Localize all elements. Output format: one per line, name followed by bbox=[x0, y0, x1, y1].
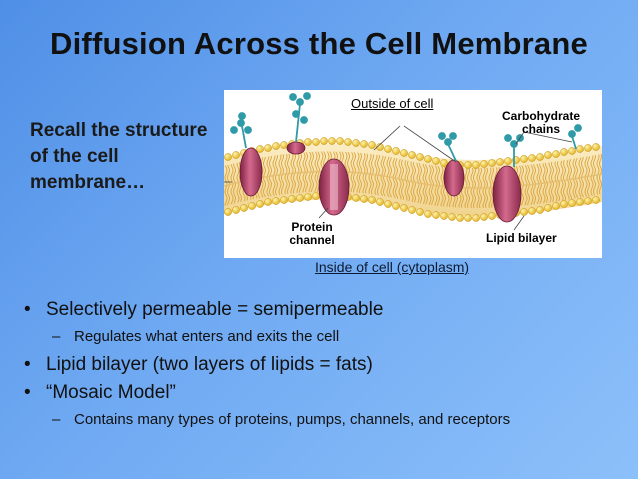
sub-bullet-text: Regulates what enters and exits the cell bbox=[74, 328, 340, 345]
recall-text: Recall the structure of the cell membran… bbox=[30, 120, 208, 193]
dash-marker: – bbox=[52, 328, 61, 345]
protein-top-small bbox=[286, 141, 306, 155]
bullet-list: Selectively permeable = semipermeable – … bbox=[22, 297, 622, 435]
bullet-mosaic-model: “Mosaic Model” bbox=[22, 380, 622, 406]
protein-right bbox=[492, 165, 522, 223]
outside-of-cell-label: Outside of cell bbox=[351, 96, 434, 111]
protein-center bbox=[443, 159, 465, 197]
sub-bullet-text: Contains many types of proteins, pumps, … bbox=[74, 411, 511, 428]
proteins bbox=[239, 141, 522, 223]
sub-bullet-regulates: – Regulates what enters and exits the ce… bbox=[22, 326, 622, 348]
protein-left bbox=[239, 147, 263, 197]
lipid-bilayer-label: Lipid bilayer bbox=[486, 231, 557, 245]
carbohydrate-chains bbox=[230, 92, 582, 167]
sub-bullet-contains: – Contains many types of proteins, pumps… bbox=[22, 409, 622, 431]
slide-title: Diffusion Across the Cell Membrane bbox=[50, 26, 588, 61]
cell-membrane-diagram: Outside of cell Carbohydrate chains Prot… bbox=[224, 90, 602, 258]
dash-marker: – bbox=[52, 411, 61, 428]
protein-channel-label: Protein channel bbox=[289, 220, 335, 247]
inside-of-cell-label: Inside of cell (cytoplasm) bbox=[315, 259, 470, 275]
pointer-lines bbox=[224, 125, 573, 231]
bullet-lipid-bilayer: Lipid bilayer (two layers of lipids = fa… bbox=[22, 352, 622, 378]
carbohydrate-chains-label: Carbohydrate chains bbox=[501, 109, 581, 136]
bullet-selectively-permeable: Selectively permeable = semipermeable bbox=[22, 297, 622, 323]
membrane-illustration bbox=[224, 92, 602, 231]
